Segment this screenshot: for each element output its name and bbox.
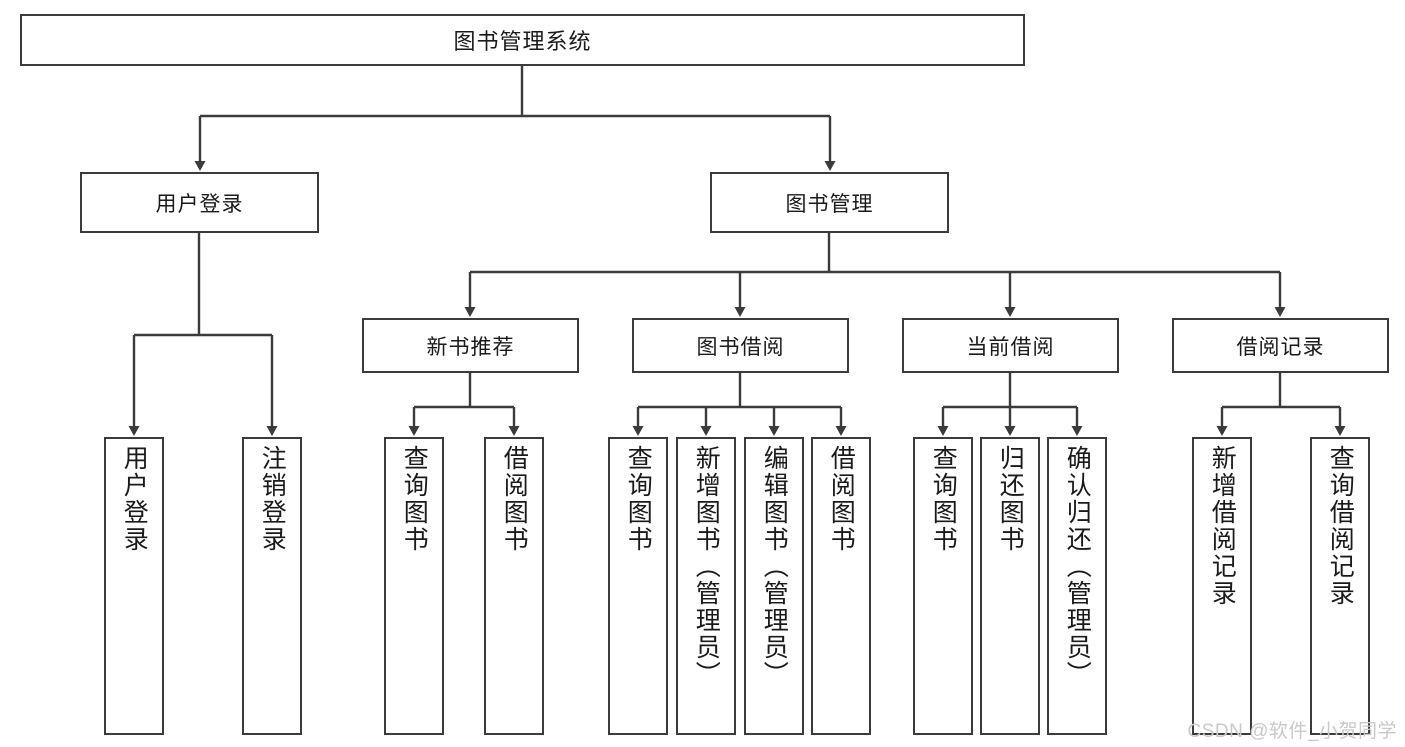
leaf-return-book-label: 归还图书 <box>996 445 1025 553</box>
leaf-query-book-3[interactable]: 查询图书 <box>913 437 973 735</box>
leaf-borrow-book-1[interactable]: 借阅图书 <box>484 437 544 735</box>
leaf-confirm-return-admin-label: 确认归还（管理员） <box>1063 445 1092 688</box>
leaf-query-book-2-label: 查询图书 <box>624 445 653 553</box>
node-book-management[interactable]: 图书管理 <box>710 172 949 233</box>
leaf-logout-login[interactable]: 注销登录 <box>242 437 302 735</box>
node-user-login-label: 用户登录 <box>155 192 244 216</box>
leaf-query-borrow-record-label: 查询借阅记录 <box>1326 445 1355 607</box>
leaf-edit-book-admin-label: 编辑图书（管理员） <box>760 445 789 688</box>
node-new-book-recommend-label: 新书推荐 <box>426 335 515 359</box>
node-book-management-label: 图书管理 <box>785 192 874 216</box>
leaf-add-borrow-record-label: 新增借阅记录 <box>1208 445 1237 607</box>
leaf-borrow-book-2[interactable]: 借阅图书 <box>811 437 871 735</box>
node-borrow-record[interactable]: 借阅记录 <box>1172 318 1389 373</box>
leaf-query-book-1-label: 查询图书 <box>400 445 429 553</box>
leaf-query-borrow-record[interactable]: 查询借阅记录 <box>1310 437 1370 735</box>
leaf-borrow-book-2-label: 借阅图书 <box>827 445 856 553</box>
node-root-label: 图书管理系统 <box>453 29 592 54</box>
node-user-login[interactable]: 用户登录 <box>80 172 319 233</box>
node-book-borrow-label: 图书借阅 <box>696 335 785 359</box>
node-book-borrow[interactable]: 图书借阅 <box>632 318 849 373</box>
leaf-add-borrow-record[interactable]: 新增借阅记录 <box>1192 437 1252 735</box>
node-root-system[interactable]: 图书管理系统 <box>20 14 1025 66</box>
node-current-borrow[interactable]: 当前借阅 <box>902 318 1119 373</box>
leaf-query-book-1[interactable]: 查询图书 <box>384 437 444 735</box>
leaf-return-book[interactable]: 归还图书 <box>980 437 1040 735</box>
leaf-add-book-admin-label: 新增图书（管理员） <box>692 445 721 688</box>
node-new-book-recommend[interactable]: 新书推荐 <box>362 318 579 373</box>
leaf-query-book-3-label: 查询图书 <box>929 445 958 553</box>
leaf-borrow-book-1-label: 借阅图书 <box>500 445 529 553</box>
node-current-borrow-label: 当前借阅 <box>966 335 1055 359</box>
leaf-user-login[interactable]: 用户登录 <box>104 437 164 735</box>
leaf-edit-book-admin[interactable]: 编辑图书（管理员） <box>744 437 804 735</box>
leaf-add-book-admin[interactable]: 新增图书（管理员） <box>676 437 736 735</box>
node-borrow-record-label: 借阅记录 <box>1236 335 1325 359</box>
leaf-confirm-return-admin[interactable]: 确认归还（管理员） <box>1047 437 1107 735</box>
leaf-logout-login-label: 注销登录 <box>258 445 287 553</box>
leaf-query-book-2[interactable]: 查询图书 <box>608 437 668 735</box>
watermark-text: CSDN @软件_小贺同学 <box>1187 721 1397 742</box>
leaf-user-login-label: 用户登录 <box>120 445 149 553</box>
